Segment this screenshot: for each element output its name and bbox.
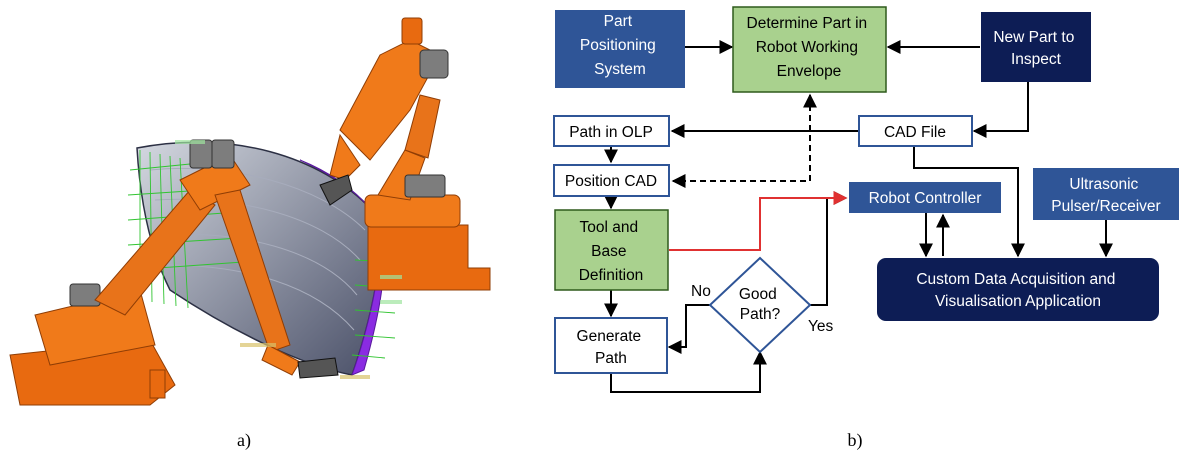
robot-arm-left (9, 139, 339, 406)
node-path-olp-shape (553, 115, 670, 147)
node-custom-daq-shape (877, 258, 1159, 321)
node-determine-part: Determine Part in Robot Working Envelope (732, 6, 887, 93)
node-good-path: Good Path? (708, 256, 812, 354)
arrow-no-to-generate (667, 304, 710, 354)
node-cad-file-shape (858, 115, 973, 147)
node-new-part-shape (981, 12, 1091, 82)
panel-a-caption: a) (237, 430, 251, 451)
node-part-positioning-shape (555, 10, 685, 88)
arrow-cadfile-to-daq (913, 146, 1025, 258)
node-position-cad: Position CAD (553, 164, 670, 197)
node-custom-daq: Custom Data Acquisition and Visualisatio… (877, 258, 1159, 321)
node-robot-controller-label: Robot Controller (869, 190, 982, 207)
arrow-generate-to-goodpath (610, 350, 767, 393)
arrow-toolbase-to-controller (669, 191, 848, 251)
node-ultrasonic-label: Ultrasonic Pulser/Receiver (1051, 176, 1160, 215)
node-cad-file-label: CAD File (884, 124, 946, 141)
edge-label-yes: Yes (808, 318, 834, 335)
robot-cell-illustration (9, 17, 491, 406)
target-labels (175, 140, 402, 379)
node-custom-daq-label: Custom Data Acquisition and Visualisatio… (916, 271, 1119, 310)
robot-arm-right (319, 17, 491, 291)
edge-label-no: No (691, 283, 711, 300)
node-generate-path-label: Generate Path (577, 328, 646, 367)
node-cad-file: CAD File (858, 115, 973, 147)
node-good-path-shape (708, 256, 812, 354)
node-position-cad-label: Position CAD (565, 173, 657, 190)
node-robot-controller-shape (849, 182, 1001, 213)
node-determine-part-shape (732, 6, 887, 93)
node-ultrasonic-shape (1033, 168, 1179, 220)
arrow-yes-to-controller (810, 191, 848, 306)
node-position-cad-shape (553, 164, 670, 197)
node-generate-path-shape (554, 317, 668, 374)
node-tool-base: Tool and Base Definition (554, 209, 669, 291)
node-part-positioning-label: Part Positioning System (580, 13, 660, 78)
node-tool-base-label: Tool and Base Definition (579, 219, 644, 284)
arrow-newpart-to-cadfile (972, 82, 1029, 138)
node-path-olp-label: Path in OLP (569, 124, 653, 141)
node-determine-part-label: Determine Part in Robot Working Envelope (747, 15, 872, 80)
node-new-part: New Part to Inspect (981, 12, 1091, 82)
connectors (604, 40, 1113, 393)
panel-b-caption: b) (848, 430, 863, 451)
node-path-olp: Path in OLP (553, 115, 670, 147)
node-ultrasonic: Ultrasonic Pulser/Receiver (1033, 168, 1179, 220)
arrow-dashed-determine-positioncad (671, 93, 817, 188)
node-generate-path: Generate Path (554, 317, 668, 374)
node-tool-base-shape (554, 209, 669, 291)
node-part-positioning: Part Positioning System (555, 10, 685, 88)
node-new-part-label: New Part to Inspect (993, 29, 1078, 68)
node-robot-controller: Robot Controller (849, 182, 1001, 213)
flowchart: Part Positioning System Determine Part i… (553, 6, 1179, 393)
node-good-path-label: Good Path? (739, 286, 781, 323)
